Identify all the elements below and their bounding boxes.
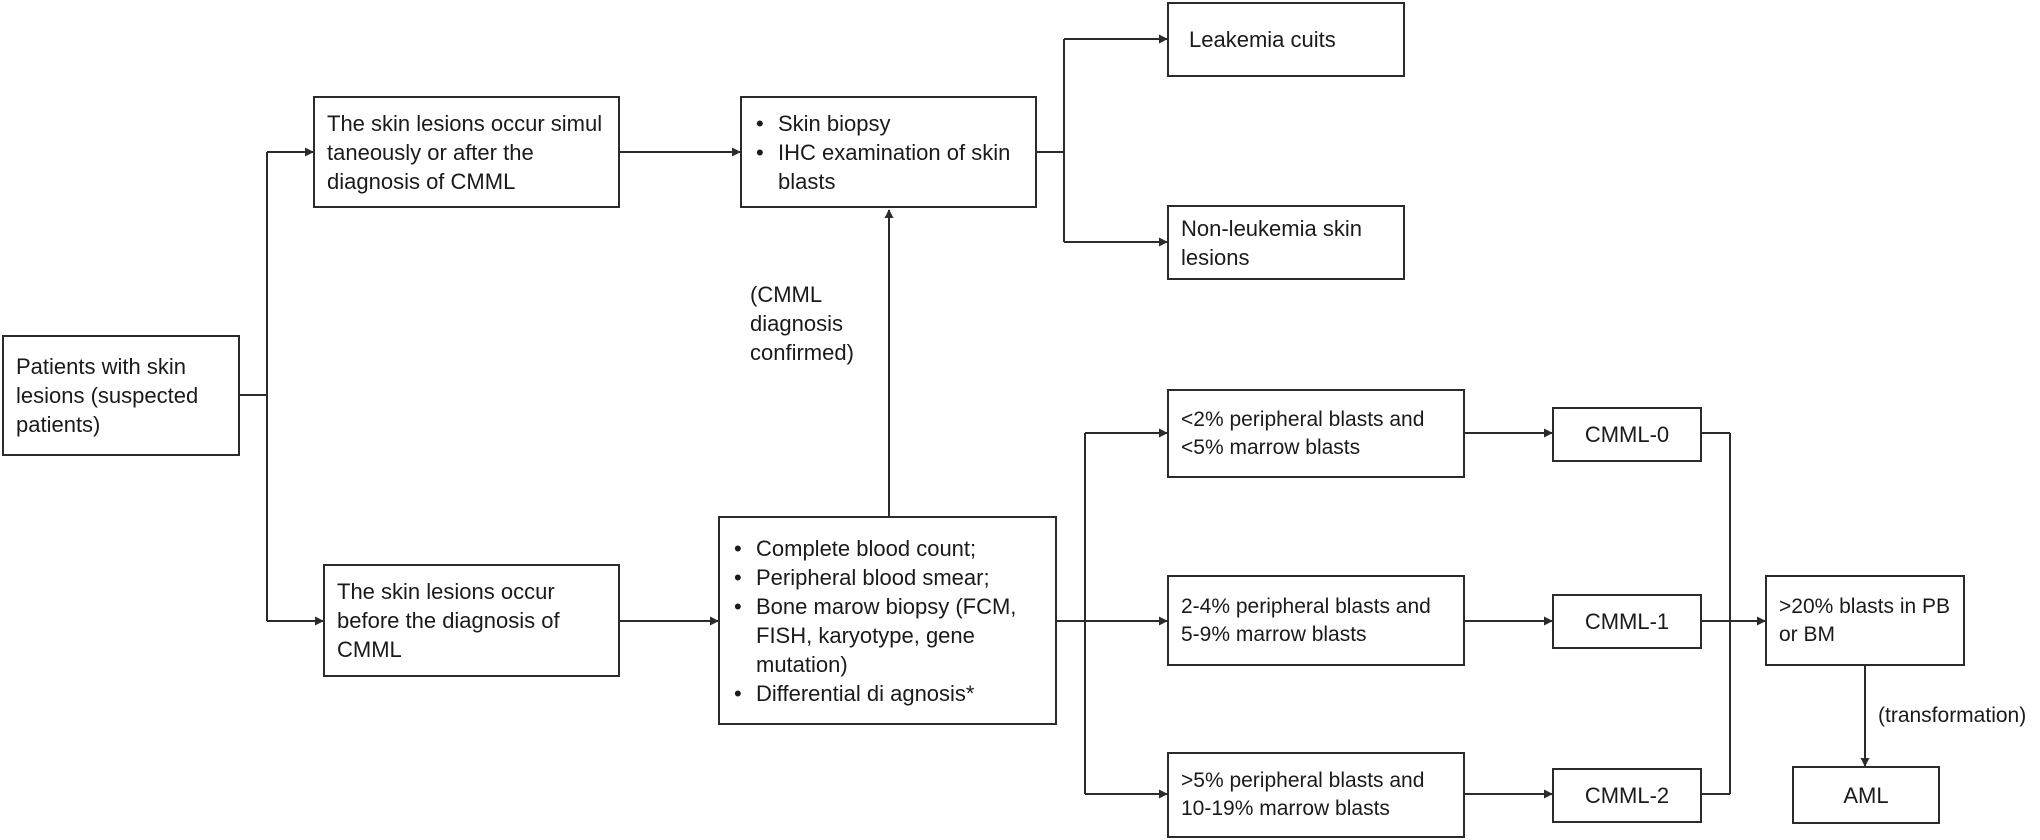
node-skin-before-text: The skin lesions occur before the diagno… — [337, 579, 560, 662]
node-blasts-2-4-text: 2-4% peripheral blasts and 5-9% marrow b… — [1181, 594, 1431, 646]
node-non-leukemia-text: Non-leukemia skin lesions — [1181, 215, 1362, 270]
node-diagnostic-workup: Complete blood count; Peripheral blood s… — [718, 516, 1057, 725]
biopsy-list: Skin biopsy IHC examination of skin blas… — [754, 109, 1023, 196]
node-aml: AML — [1792, 766, 1940, 824]
node-cmml-2-text: CMML-2 — [1584, 783, 1670, 808]
node-cmml-0: CMML-0 — [1552, 407, 1702, 462]
node-patients: Patients with skin lesions (suspected pa… — [2, 335, 240, 456]
node-blasts-gt5-text: >5% peripheral blasts and 10-19% marrow … — [1181, 769, 1425, 820]
biopsy-item: Skin biopsy — [754, 109, 1023, 138]
workup-item: Differential di agnosis* — [732, 679, 1043, 708]
workup-item: Peripheral blood smear; — [732, 563, 1043, 592]
biopsy-item: IHC examination of skin blasts — [754, 138, 1023, 196]
node-skin-after: The skin lesions occur simul taneously o… — [313, 96, 620, 208]
node-non-leukemia: Non-leukemia skin lesions — [1167, 205, 1405, 280]
node-cmml-1: CMML-1 — [1552, 594, 1702, 649]
node-skin-before: The skin lesions occur before the diagno… — [323, 564, 620, 677]
node-cmml-0-text: CMML-0 — [1584, 422, 1670, 447]
node-skin-after-text: The skin lesions occur simul taneously o… — [327, 110, 603, 194]
node-blasts-lt2-text: <2% peripheral blasts and <5% marrow bla… — [1181, 407, 1425, 459]
node-blasts-gt5: >5% peripheral blasts and 10-19% marrow … — [1167, 752, 1465, 838]
node-cmml-1-text: CMML-1 — [1584, 609, 1670, 634]
workup-item: Complete blood count; — [732, 534, 1043, 563]
workup-list: Complete blood count; Peripheral blood s… — [732, 534, 1043, 708]
node-aml-text: AML — [1843, 782, 1889, 808]
label-transformation-text: (transformation) — [1878, 704, 2027, 727]
label-transformation: (transformation) — [1878, 702, 2026, 730]
node-leukemia-cutis: Leakemia cuits — [1167, 2, 1405, 77]
label-cmml-confirmed: (CMML diagnosis confirmed) — [750, 280, 890, 367]
node-skin-biopsy: Skin biopsy IHC examination of skin blas… — [740, 96, 1037, 208]
node-leukemia-cutis-text: Leakemia cuits — [1189, 27, 1336, 52]
node-patients-text: Patients with skin lesions (suspected pa… — [16, 354, 199, 437]
node-blasts-gt20: >20% blasts in PB or BM — [1765, 575, 1965, 666]
node-cmml-2: CMML-2 — [1552, 768, 1702, 823]
workup-item: Bone marow biopsy (FCM, FISH, karyotype,… — [732, 592, 1043, 679]
node-blasts-2-4: 2-4% peripheral blasts and 5-9% marrow b… — [1167, 575, 1465, 666]
node-blasts-lt2: <2% peripheral blasts and <5% marrow bla… — [1167, 389, 1465, 478]
node-blasts-gt20-text: >20% blasts in PB or BM — [1779, 594, 1951, 646]
label-cmml-confirmed-text: (CMML diagnosis confirmed) — [750, 282, 854, 365]
